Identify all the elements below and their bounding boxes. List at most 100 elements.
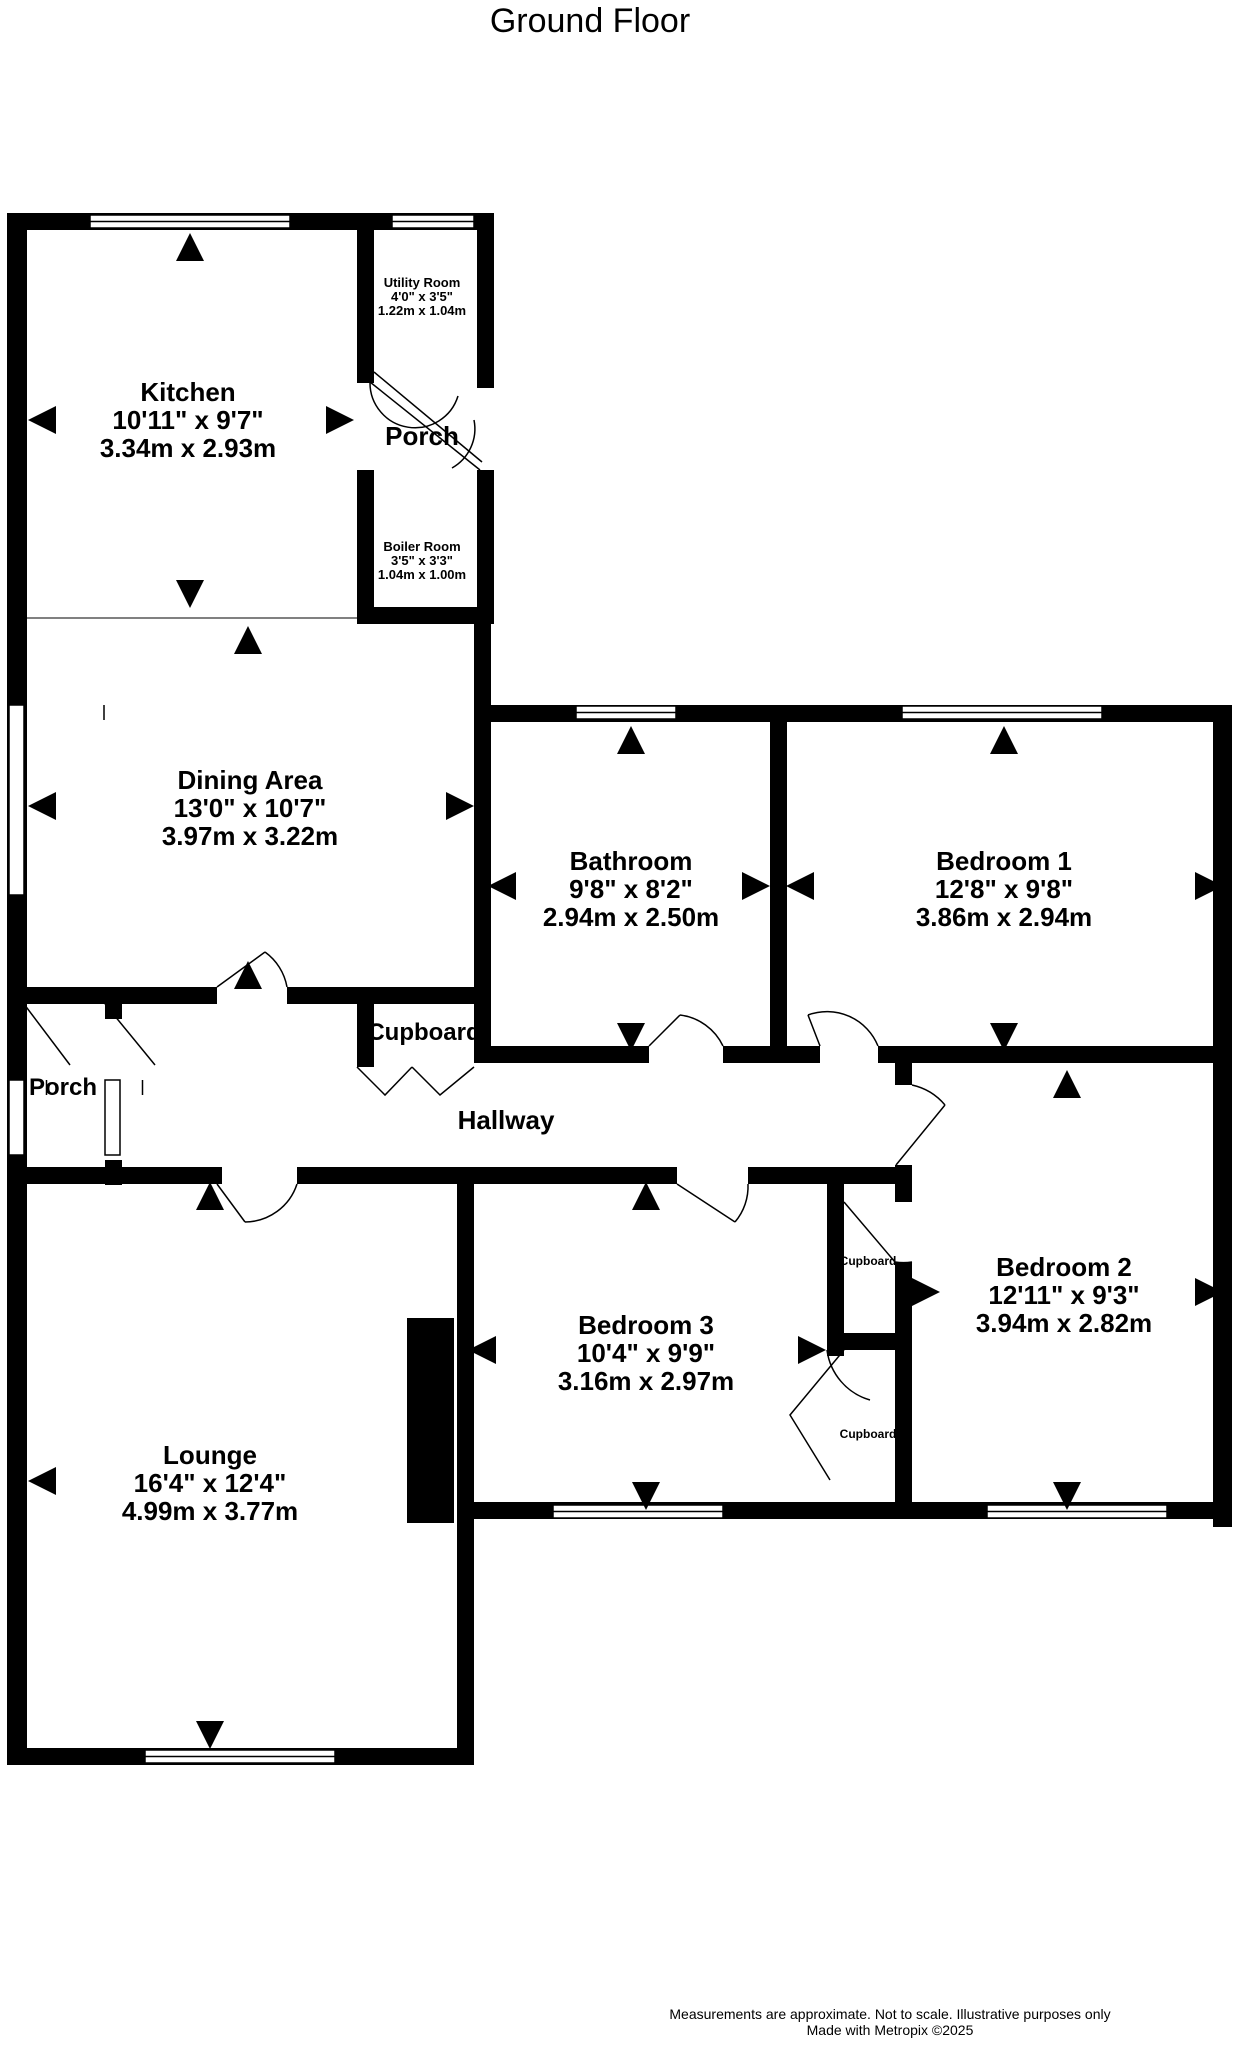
door-swing: [451, 419, 476, 469]
door-swing: [734, 1183, 749, 1223]
wall-segment: [474, 607, 491, 722]
dimension-arrow: [912, 1278, 940, 1306]
dimension-arrow: [990, 726, 1018, 754]
dimension-arrow: [742, 872, 770, 900]
wall-segment: [878, 1046, 1232, 1063]
door-swing: [369, 381, 459, 429]
window: [8, 704, 25, 896]
door-swing: [411, 1066, 475, 1097]
wall-segment: [105, 1004, 122, 1019]
wall-segment: [832, 1333, 912, 1350]
wall-segment: [7, 1184, 27, 1764]
door-swing: [911, 1084, 946, 1106]
door-swing: [789, 1349, 845, 1481]
wall-segment: [895, 1262, 912, 1517]
window: [104, 1079, 121, 1156]
wall-segment: [895, 1063, 912, 1085]
wall-segment: [287, 987, 474, 1004]
dimension-arrow: [617, 1023, 645, 1051]
room-label-cupboard-bedroom2-b: Cupboard: [839, 1427, 897, 1441]
wall-segment: [357, 213, 374, 383]
door-swing: [216, 951, 266, 988]
dimension-arrow: [488, 872, 516, 900]
door-swing: [356, 1066, 413, 1097]
dimension-arrow: [176, 233, 204, 261]
dimension-arrow: [196, 1721, 224, 1749]
dimension-arrow: [28, 792, 56, 820]
dimension-arrow: [786, 872, 814, 900]
door-swing: [807, 1014, 821, 1047]
wall-segment: [7, 1167, 222, 1184]
credit-text: Made with Metropix ©2025: [806, 2022, 974, 2038]
dimension-arrow: [28, 406, 56, 434]
wall-segment: [357, 607, 494, 624]
wall-segment: [770, 1046, 820, 1063]
wall-segment: [1213, 705, 1232, 1527]
dimension-arrow: [176, 580, 204, 608]
door-swing: [894, 1261, 913, 1264]
dimension-arrow: [468, 1336, 496, 1364]
wall-segment: [357, 1004, 374, 1067]
dimension-arrow: [632, 1482, 660, 1510]
room-label-porch-top: Porch: [385, 421, 459, 451]
dimension-arrow: [1195, 1278, 1223, 1306]
wall-segment: [474, 1046, 649, 1063]
wall-segment: [357, 470, 374, 620]
door-swing: [104, 1003, 156, 1066]
door-swing: [843, 1201, 896, 1263]
wall-segment: [723, 1046, 778, 1063]
room-label-porch-left: Porch: [28, 1074, 98, 1101]
wall-segment: [477, 470, 494, 620]
wall-segment: [457, 1519, 474, 1765]
dimension-arrow: [234, 626, 262, 654]
dimension-arrow: [326, 406, 354, 434]
door-swing: [676, 1183, 736, 1223]
wall-segment: [7, 987, 217, 1004]
floor-title: Ground Floor: [489, 2, 691, 40]
dimension-arrow: [234, 961, 262, 989]
door-swing: [679, 1014, 724, 1047]
wall-segment: [297, 1167, 677, 1184]
dimension-arrow: [617, 726, 645, 754]
door-swing: [244, 1183, 298, 1223]
disclaimer-text: Measurements are approximate. Not to sca…: [669, 2006, 1111, 2022]
dimension-arrow: [28, 1467, 56, 1495]
wall-segment: [748, 1167, 896, 1184]
dimension-arrow: [798, 1336, 826, 1364]
chimney-breast: [407, 1318, 454, 1523]
wall-segment: [457, 1184, 474, 1519]
door-swing: [373, 371, 483, 463]
door-swing: [895, 1104, 946, 1166]
dimension-arrow: [446, 792, 474, 820]
wall-segment: [827, 1184, 844, 1356]
door-swing: [826, 1349, 871, 1401]
door-swing: [648, 1014, 681, 1047]
wall-segment: [477, 213, 494, 388]
dimension-arrow: [1053, 1070, 1081, 1098]
wall-segment: [895, 1165, 912, 1202]
door-swing: [264, 951, 288, 988]
dimension-arrow: [1195, 872, 1223, 900]
room-label-cupboard-bedroom2-a: Cupboard: [839, 1254, 897, 1268]
wall-segment: [474, 705, 491, 1050]
door-swing: [807, 1010, 879, 1047]
window: [8, 1079, 25, 1156]
dimension-arrow: [632, 1182, 660, 1210]
wall-segment: [770, 722, 787, 1063]
door-swing: [23, 1003, 71, 1066]
dimension-arrow: [1053, 1482, 1081, 1510]
dimension-arrow: [990, 1023, 1018, 1051]
dimension-arrow: [196, 1182, 224, 1210]
disclaimer-footer: Measurements are approximate. Not to sca…: [610, 2006, 1170, 2038]
room-label-cupboard-hall: Cupboard: [367, 1019, 481, 1046]
